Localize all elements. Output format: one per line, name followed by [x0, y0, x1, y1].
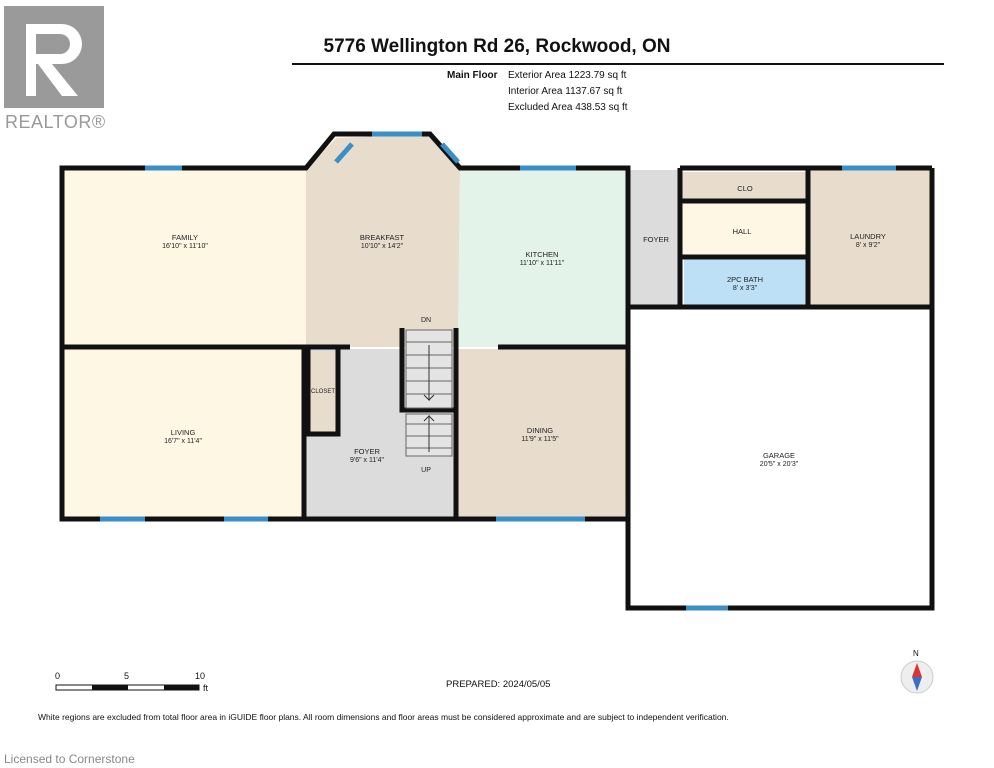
interior-area: Interior Area 1137.67 sq ft — [508, 86, 623, 97]
room-name: LAUNDRY — [850, 232, 886, 241]
excluded-area: Excluded Area 438.53 sq ft — [508, 102, 628, 113]
room-dims: 9'6" x 11'4" — [350, 457, 384, 464]
prepared-date: PREPARED: 2024/05/05 — [446, 679, 551, 690]
floor-label: Main Floor — [447, 70, 498, 81]
license-text: Licensed to Cornerstone — [4, 752, 135, 766]
room-foyer-side: FOYER — [643, 235, 669, 244]
room-dims: 8' x 3'3" — [732, 285, 758, 292]
stairs — [405, 329, 453, 457]
room-hall: HALL — [733, 227, 752, 236]
title-divider — [292, 63, 944, 65]
room-name: FOYER — [354, 447, 380, 456]
scale-bar — [55, 684, 200, 691]
scale-unit: ft — [203, 683, 209, 693]
room-dims: 8' x 9'2" — [855, 242, 881, 249]
room-dims: 16'7" x 11'4" — [164, 438, 202, 445]
room-name: DINING — [526, 426, 554, 435]
exterior-area: Exterior Area 1223.79 sq ft — [508, 70, 627, 81]
realtor-wordmark: REALTOR® — [5, 112, 106, 132]
room-closet: CLOSET — [311, 388, 335, 397]
compass-icon — [900, 660, 934, 694]
room-name: HALL — [732, 227, 752, 236]
room-name: CLO — [737, 184, 753, 193]
scale-label-0: 0 — [55, 671, 61, 681]
room-fills — [64, 134, 932, 517]
realtor-logo — [4, 6, 106, 115]
stairs-up-label: UP — [421, 467, 431, 474]
disclaimer: White regions are excluded from total fl… — [38, 712, 729, 722]
room-name: KITCHEN — [525, 250, 559, 259]
stairs-down-label: DN — [420, 317, 432, 324]
room-name: BREAKFAST — [359, 233, 405, 242]
scale-label-5: 5 — [124, 671, 130, 681]
room-name: FAMILY — [171, 233, 199, 242]
compass-north-label: N — [913, 649, 919, 658]
room-name: LIVING — [170, 428, 196, 437]
room-name: CLOSET — [310, 389, 336, 395]
page-title: 5776 Wellington Rd 26, Rockwood, ON — [323, 36, 671, 57]
room-dims: 10'10" x 14'2" — [360, 243, 404, 250]
room-clo: CLO — [737, 184, 752, 193]
room-dims: 11'9" x 11'5" — [521, 436, 559, 443]
scale-label-10: 10 — [195, 671, 206, 681]
windows — [100, 131, 896, 611]
room-name: GARAGE — [762, 451, 796, 460]
room-name: 2PC BATH — [726, 275, 764, 284]
room-dims: 16'10" x 11'10" — [162, 243, 208, 250]
room-name: FOYER — [643, 235, 669, 244]
room-dims: 20'5" x 20'3" — [759, 461, 799, 468]
room-dims: 11'10" x 11'11" — [519, 260, 565, 267]
